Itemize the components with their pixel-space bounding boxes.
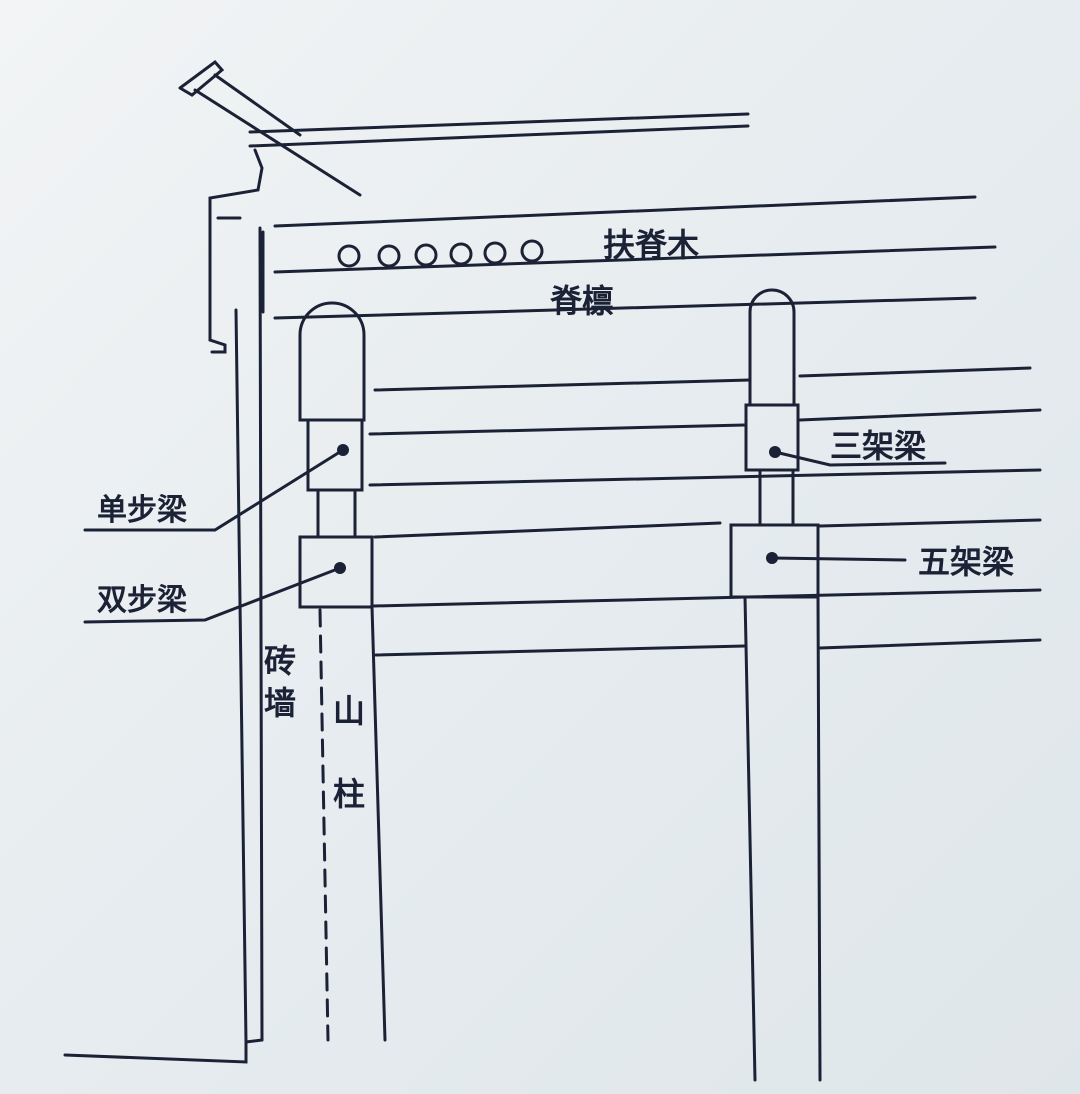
label-gable-column-1: 山	[333, 692, 365, 730]
right-column	[729, 288, 822, 1082]
label-five-rafter-beam: 五架梁	[918, 543, 1014, 581]
double-step-leader	[83, 566, 342, 624]
beam-markers	[83, 444, 947, 624]
label-three-rafter-beam: 三架梁	[830, 427, 926, 465]
label-single-step-beam: 单步梁	[97, 493, 187, 528]
five-rafter-leader	[770, 556, 907, 562]
ridge-pad-rollers	[337, 239, 544, 268]
three-rafter-leader	[773, 450, 947, 467]
label-gable-column-2: 柱	[333, 775, 365, 813]
roof-eave-lines	[178, 59, 750, 197]
label-brick-wall-1: 砖	[264, 642, 296, 680]
single-step-leader	[83, 448, 345, 532]
left-column	[298, 301, 387, 1042]
label-ridge-purlin: 脊檩	[549, 282, 614, 320]
label-brick-wall-2: 墙	[264, 684, 296, 722]
label-ridge-pad: 扶脊木	[603, 226, 699, 264]
label-double-step-beam: 双步梁	[97, 583, 187, 618]
gable-wall-outline	[63, 148, 264, 1064]
purlin-lines	[261, 195, 1042, 657]
labels: 扶脊木 脊檩 三架梁 五架梁 单步梁 双步梁 砖 墙 山 柱	[97, 226, 1014, 813]
